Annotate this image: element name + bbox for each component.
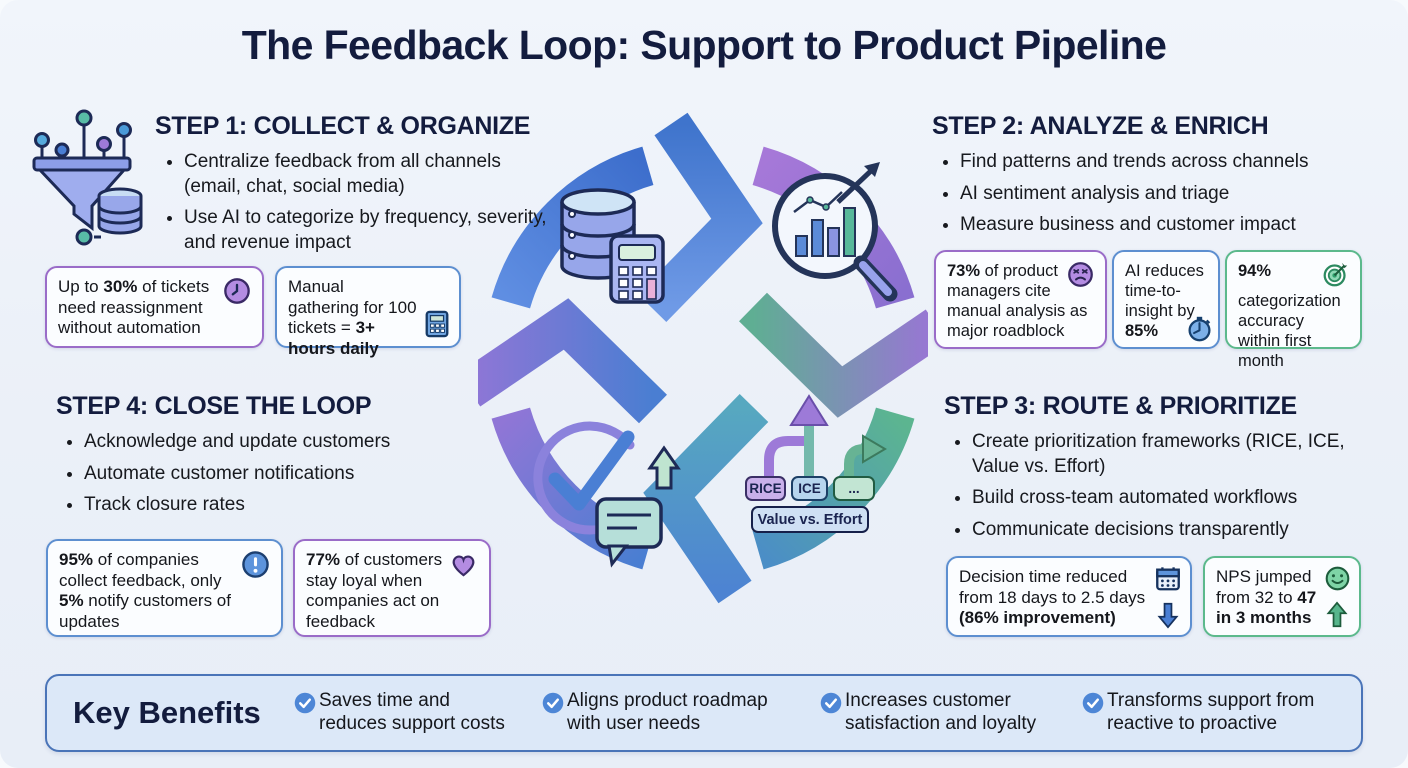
stat-text: 77% of customers stay loyal when compani…: [306, 550, 443, 632]
check-circle-icon: [820, 692, 842, 714]
smiley-icon: [1324, 565, 1351, 592]
step4-bullet: Track closure rates: [84, 493, 504, 518]
stat-box-nps: NPS jumped from 32 to 47 in 3 months: [1203, 556, 1361, 637]
alert-icon: [241, 550, 270, 579]
step1-bullet: Centralize feedback from all channels (e…: [184, 150, 562, 199]
step4-bullet: Acknowledge and update customers: [84, 430, 504, 455]
step2-bullet: Measure business and customer impact: [960, 213, 1390, 238]
step2-heading: STEP 2: ANALYZE & ENRICH: [932, 112, 1269, 140]
benefit-item: Transforms support from reactive to proa…: [1107, 690, 1315, 735]
page-title: The Feedback Loop: Support to Product Pi…: [241, 22, 1167, 68]
stat-box-companies-collect: 95% of companies collect feedback, only …: [46, 539, 283, 637]
stat-box-customers-loyal: 77% of customers stay loyal when compani…: [293, 539, 491, 637]
step1-bullets: Centralize feedback from all channels (e…: [160, 150, 562, 263]
step2-bullet: Find patterns and trends across channels: [960, 150, 1390, 175]
calendar-icon: [1154, 565, 1182, 593]
check-circle-icon: [1082, 692, 1104, 714]
stat-box-tickets-reassignment: Up to 30% of tickets need reassignment w…: [45, 266, 264, 348]
value-effort-chip: Value vs. Effort: [751, 506, 869, 533]
heart-icon: [449, 550, 478, 579]
step4-bullet: Automate customer notifications: [84, 462, 504, 487]
stat-box-time-to-insight: AI reduces time-to-insight by 85%: [1112, 250, 1220, 349]
database-calculator-icon: [560, 188, 665, 304]
step3-heading: STEP 3: ROUTE & PRIORITIZE: [944, 392, 1297, 420]
magnifier-chart-icon: [772, 162, 898, 302]
clock-icon: [223, 277, 251, 305]
benefit-item: Saves time and reduces support costs: [319, 690, 505, 735]
feedback-loop-diagram: [478, 112, 928, 604]
stat-box-categorization-accuracy: 94% categorization accuracy within first…: [1225, 250, 1362, 370]
stopwatch-icon: [1186, 315, 1213, 342]
stat-text: 95% of companies collect feedback, only …: [59, 550, 231, 632]
step1-heading: STEP 1: COLLECT & ORGANIZE: [155, 112, 531, 140]
step1-bullet: Use AI to categorize by frequency, sever…: [184, 206, 562, 255]
stat-text: Up to 30% of tickets need reassignment w…: [58, 277, 210, 338]
benefit-item: Aligns product roadmap with user needs: [567, 690, 768, 735]
stat-text: NPS jumped from 32 to 47 in 3 months: [1216, 567, 1317, 628]
step4-bullets: Acknowledge and update customers Automat…: [60, 430, 504, 525]
stat-text: AI reduces time-to-insight by 85%: [1125, 262, 1204, 341]
step3-bullet: Create prioritization frameworks (RICE, …: [972, 430, 1372, 479]
rice-chip: RICE: [745, 476, 786, 501]
stat-text: 73% of product managers cite manual anal…: [947, 262, 1088, 341]
step3-bullets: Create prioritization frameworks (RICE, …: [948, 430, 1372, 550]
check-bubble-icon: [533, 421, 681, 568]
branch-arrows-icon: [764, 394, 887, 485]
check-circle-icon: [294, 692, 316, 714]
stat-text: Manual gathering for 100 tickets = 3+ ho…: [288, 277, 417, 359]
key-benefits-heading: Key Benefits: [73, 695, 261, 730]
ice-chip: ICE: [791, 476, 828, 501]
stat-box-manual-gathering: Manual gathering for 100 tickets = 3+ ho…: [275, 266, 461, 358]
stat-text: 94% categorization accuracy within first…: [1238, 262, 1341, 371]
angry-face-icon: [1067, 261, 1094, 288]
key-benefits-bar: Key Benefits Saves time and reduces supp…: [45, 674, 1363, 752]
step2-bullets: Find patterns and trends across channels…: [936, 150, 1390, 245]
funnel-icon: [32, 109, 143, 246]
arrow-up-icon: [1324, 600, 1350, 630]
stat-box-decision-time: Decision time reduced from 18 days to 2.…: [946, 556, 1192, 637]
stat-box-manual-analysis: 73% of product managers cite manual anal…: [934, 250, 1107, 349]
calculator-icon: [423, 310, 451, 338]
arrow-down-icon: [1155, 600, 1181, 630]
step3-bullet: Build cross-team automated workflows: [972, 486, 1372, 511]
step2-bullet: AI sentiment analysis and triage: [960, 182, 1390, 207]
benefit-item: Increases customer satisfaction and loya…: [845, 690, 1037, 735]
step4-heading: STEP 4: CLOSE THE LOOP: [56, 392, 372, 420]
target-icon: [1322, 261, 1349, 288]
check-circle-icon: [542, 692, 564, 714]
step3-bullet: Communicate decisions transparently: [972, 518, 1372, 543]
more-frameworks-chip: ...: [833, 476, 875, 501]
stat-text: Decision time reduced from 18 days to 2.…: [959, 567, 1146, 628]
loop-chevrons: [478, 112, 928, 604]
